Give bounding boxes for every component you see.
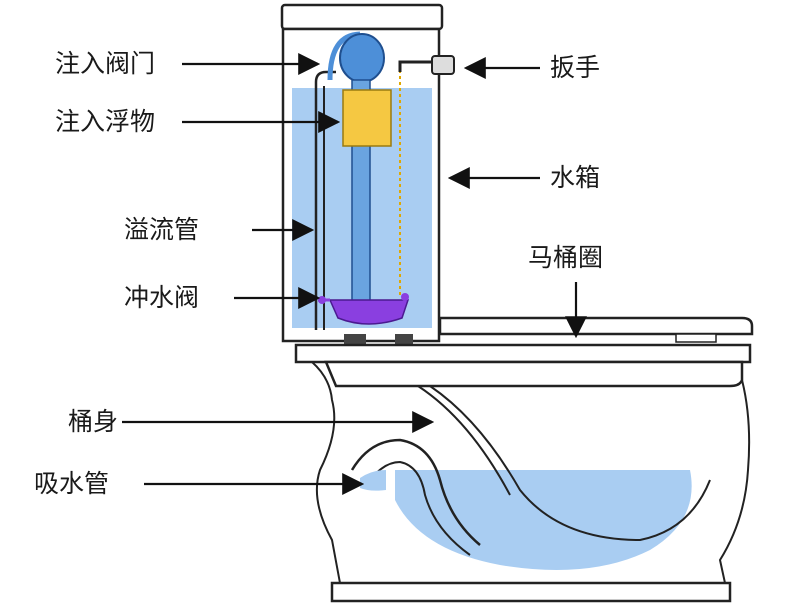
tank-lid bbox=[280, 3, 444, 31]
label-fill-float: 注入浮物 bbox=[55, 107, 155, 136]
siphon-tube bbox=[350, 438, 481, 546]
handle-lever bbox=[398, 60, 436, 72]
label-handle: 扳手 bbox=[550, 53, 600, 82]
label-flush-valve: 冲水阀 bbox=[124, 283, 199, 312]
label-fill-valve: 注入阀门 bbox=[55, 49, 155, 78]
label-bowl-body: 桶身 bbox=[68, 407, 118, 436]
flush-valve bbox=[328, 299, 410, 325]
label-overflow-tube: 溢流管 bbox=[124, 215, 199, 244]
label-tank: 水箱 bbox=[550, 163, 600, 192]
label-seat: 马桶圈 bbox=[528, 243, 603, 272]
label-siphon-tube: 吸水管 bbox=[34, 469, 109, 498]
bowl-base bbox=[330, 581, 732, 603]
bowl-body bbox=[311, 361, 751, 584]
seat bbox=[438, 316, 754, 336]
fill-valve-head bbox=[339, 33, 385, 83]
bowl-rim bbox=[294, 343, 752, 364]
fill-float bbox=[342, 89, 392, 147]
bowl-water bbox=[395, 470, 692, 570]
handle-knob bbox=[431, 55, 455, 75]
